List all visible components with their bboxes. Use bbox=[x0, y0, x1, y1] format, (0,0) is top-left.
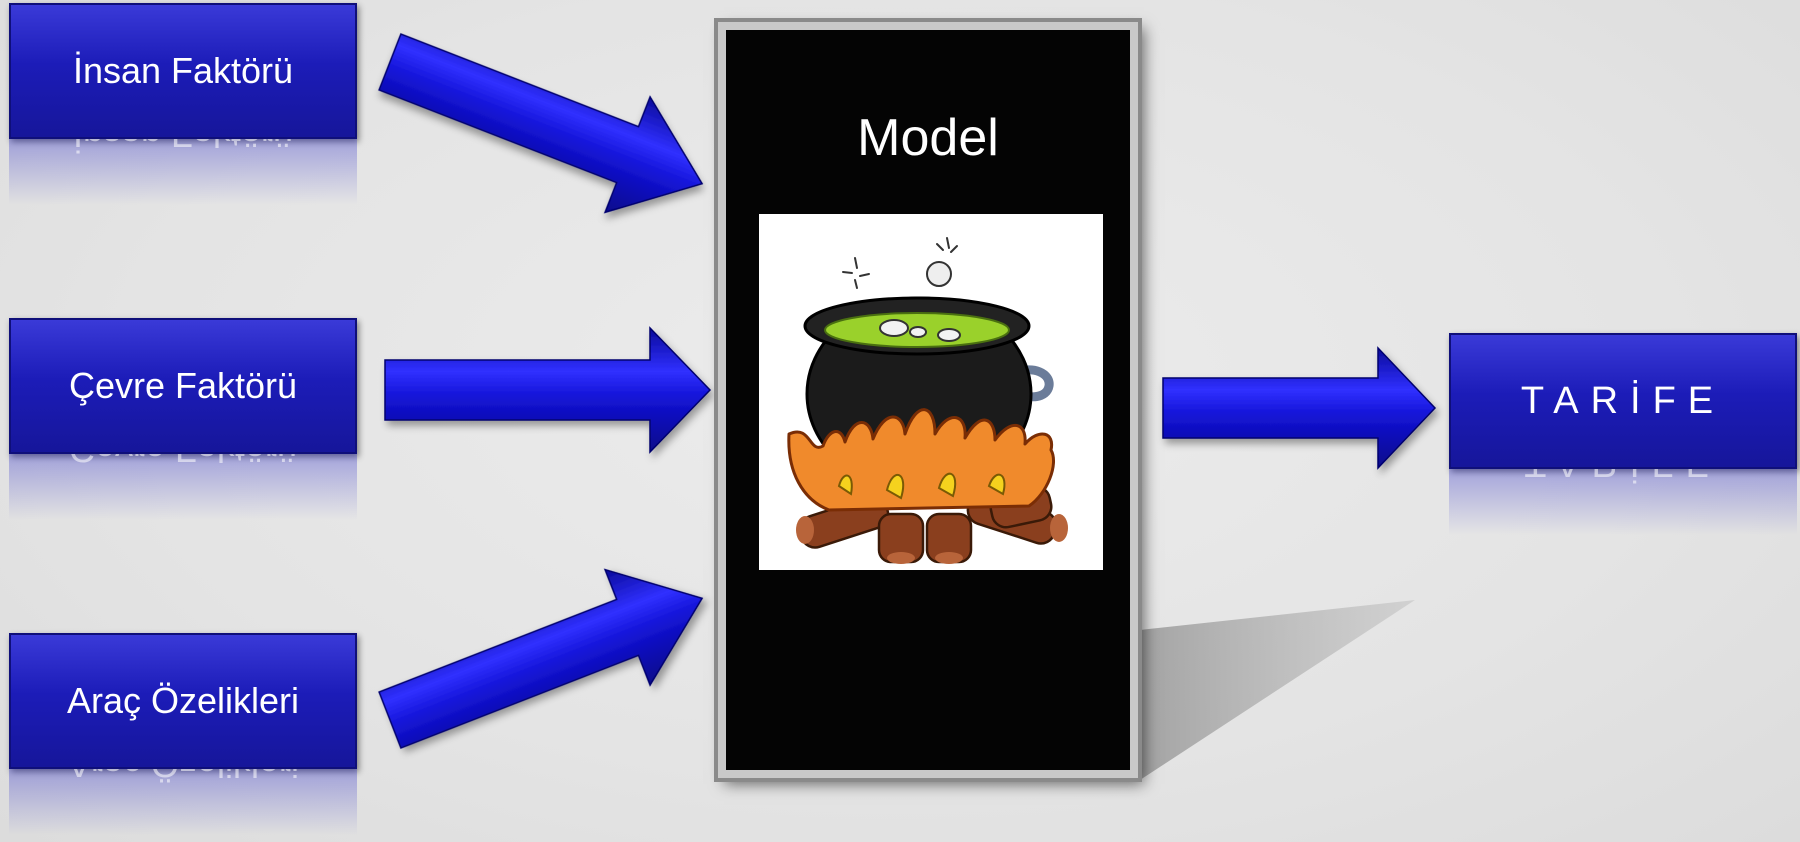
input-reflection-arac-ozelikleri: Araç Özelikleri bbox=[9, 769, 357, 835]
arrow-model-to-tarife bbox=[1162, 346, 1437, 470]
arrow-arac-to-model bbox=[378, 568, 704, 749]
cauldron-over-fire-icon bbox=[787, 237, 1068, 564]
output-label-tarife: TARİFE bbox=[1520, 379, 1726, 422]
output-reflection-tarife: TARİFE bbox=[1449, 469, 1797, 535]
input-label-cevre-faktoru: Çevre Faktörü bbox=[68, 365, 298, 406]
arrow-insan-to-model bbox=[378, 33, 704, 214]
model-title: Model bbox=[857, 109, 999, 167]
input-box-cevre-faktoru: Çevre Faktörü bbox=[9, 318, 357, 454]
output-box-tarife: TARİFE bbox=[1449, 333, 1797, 469]
input-box-arac-ozelikleri: Araç Özelikleri bbox=[9, 633, 357, 769]
input-label-insan-faktoru: İnsan Faktörü bbox=[72, 50, 294, 91]
input-box-insan-faktoru: İnsan Faktörü bbox=[9, 3, 357, 139]
input-reflection-insan-faktoru: İnsan Faktörü bbox=[9, 139, 357, 205]
input-reflection-cevre-faktoru: Çevre Faktörü bbox=[9, 454, 357, 520]
cauldron-image bbox=[759, 214, 1103, 570]
arrow-cevre-to-model bbox=[384, 326, 712, 454]
model-panel: Model bbox=[714, 18, 1142, 782]
input-label-arac-ozelikleri: Araç Özelikleri bbox=[66, 680, 300, 721]
